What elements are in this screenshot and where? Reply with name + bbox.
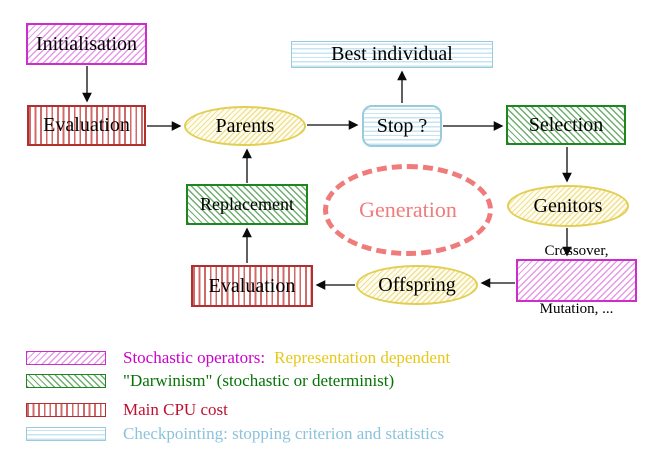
node-offspring-label: Offspring: [378, 273, 456, 296]
legend-item-stochastic-operators: Stochastic operators: Representation dep…: [26, 348, 450, 368]
legend-swatch-red-vertical-hatch: [26, 403, 106, 417]
legend-item-checkpointing: Checkpointing: stopping criterion and st…: [26, 424, 444, 444]
node-genitors: Genitors: [507, 185, 629, 227]
node-generation: Generation: [323, 164, 493, 256]
legend-label-representation-dependent: Representation dependent: [274, 348, 451, 367]
legend-swatch-green-diagonal-hatch: [26, 374, 106, 388]
legend-label-darwinism: "Darwinism" (stochastic or determinist): [123, 371, 395, 390]
node-selection-label: Selection: [528, 113, 604, 136]
node-evaluation-bottom: Evaluation: [191, 265, 313, 307]
node-offspring: Offspring: [356, 265, 478, 305]
legend-swatch-blue-horizontal-hatch: [26, 427, 106, 441]
legend-label-checkpointing: Checkpointing: stopping criterion and st…: [123, 424, 445, 443]
node-parents: Parents: [184, 106, 306, 146]
node-crossover-mutation: Crossover, Mutation, ...: [516, 243, 637, 317]
node-evaluation-top: Evaluation: [27, 105, 146, 146]
legend-label-main-cpu-cost: Main CPU cost: [123, 400, 228, 419]
node-parents-label: Parents: [215, 114, 275, 137]
node-replacement-label: Replacement: [200, 194, 294, 215]
legend-item-darwinism: "Darwinism" (stochastic or determinist): [26, 371, 394, 391]
node-initialisation-label: Initialisation: [35, 32, 138, 55]
node-initialisation: Initialisation: [26, 23, 147, 65]
node-stop-label: Stop ?: [376, 114, 428, 137]
node-genitors-label: Genitors: [533, 194, 603, 217]
node-crossover-label: Crossover,: [544, 242, 609, 259]
node-mutation-label: Mutation, ...: [539, 301, 614, 317]
node-replacement: Replacement: [186, 184, 308, 225]
node-best-individual: Best individual: [291, 41, 493, 68]
node-best-individual-label: Best individual: [331, 43, 453, 65]
legend-item-main-cpu-cost: Main CPU cost: [26, 400, 228, 420]
legend-label-stochastic-operators: Stochastic operators:: [123, 348, 266, 367]
legend-swatch-magenta-diagonal-hatch: [26, 351, 106, 365]
node-evaluation-bottom-label: Evaluation: [208, 274, 296, 297]
node-generation-label: Generation: [359, 197, 457, 222]
node-selection: Selection: [506, 105, 626, 145]
node-stop: Stop ?: [362, 105, 442, 147]
node-evaluation-top-label: Evaluation: [43, 114, 130, 136]
